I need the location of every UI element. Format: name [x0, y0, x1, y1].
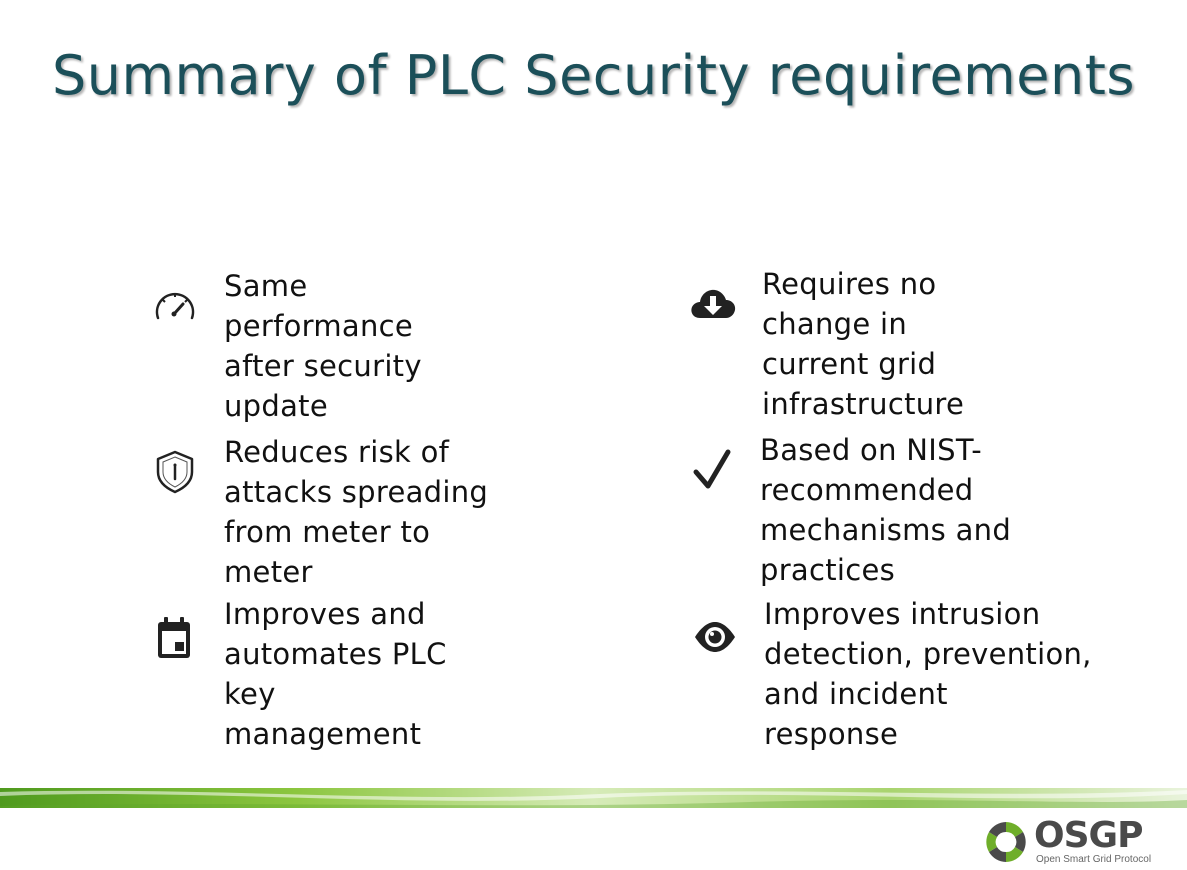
cloud-download-icon — [688, 278, 738, 328]
requirement-text: Same performance after security update — [224, 269, 422, 423]
logo-wordmark: OSGP — [1034, 815, 1143, 856]
osgp-logo-mark-icon — [982, 818, 1030, 866]
requirement-text: Improves intrusion detection, prevention… — [764, 597, 1092, 751]
calendar-icon — [150, 612, 200, 662]
requirement-text: Based on NIST- recommended mechanisms an… — [760, 433, 1012, 587]
requirement-item: Improves and automates PLC key managemen… — [150, 596, 570, 756]
shield-icon — [150, 446, 200, 496]
requirement-item: Requires no change in current grid infra… — [688, 266, 1148, 426]
footer-swoosh-band — [0, 786, 1187, 812]
slide-title: Summary of PLC Security requirements — [51, 44, 1136, 107]
eye-icon — [690, 612, 740, 662]
requirement-item: Same performance after security update — [150, 268, 570, 428]
requirement-item: Reduces risk of attacks spreading from m… — [150, 432, 570, 592]
requirement-text: Requires no change in current grid infra… — [762, 267, 965, 421]
checkmark-icon — [688, 446, 738, 496]
requirement-item: Based on NIST- recommended mechanisms an… — [688, 432, 1148, 592]
requirement-text: Improves and automates PLC key managemen… — [224, 597, 447, 751]
requirement-item: Improves intrusion detection, prevention… — [690, 596, 1160, 756]
osgp-logo: OSGP Open Smart Grid Protocol — [982, 816, 1177, 866]
logo-tagline: Open Smart Grid Protocol — [1036, 854, 1152, 865]
requirement-text: Reduces risk of attacks spreading from m… — [224, 435, 489, 589]
speedometer-icon — [150, 280, 200, 330]
